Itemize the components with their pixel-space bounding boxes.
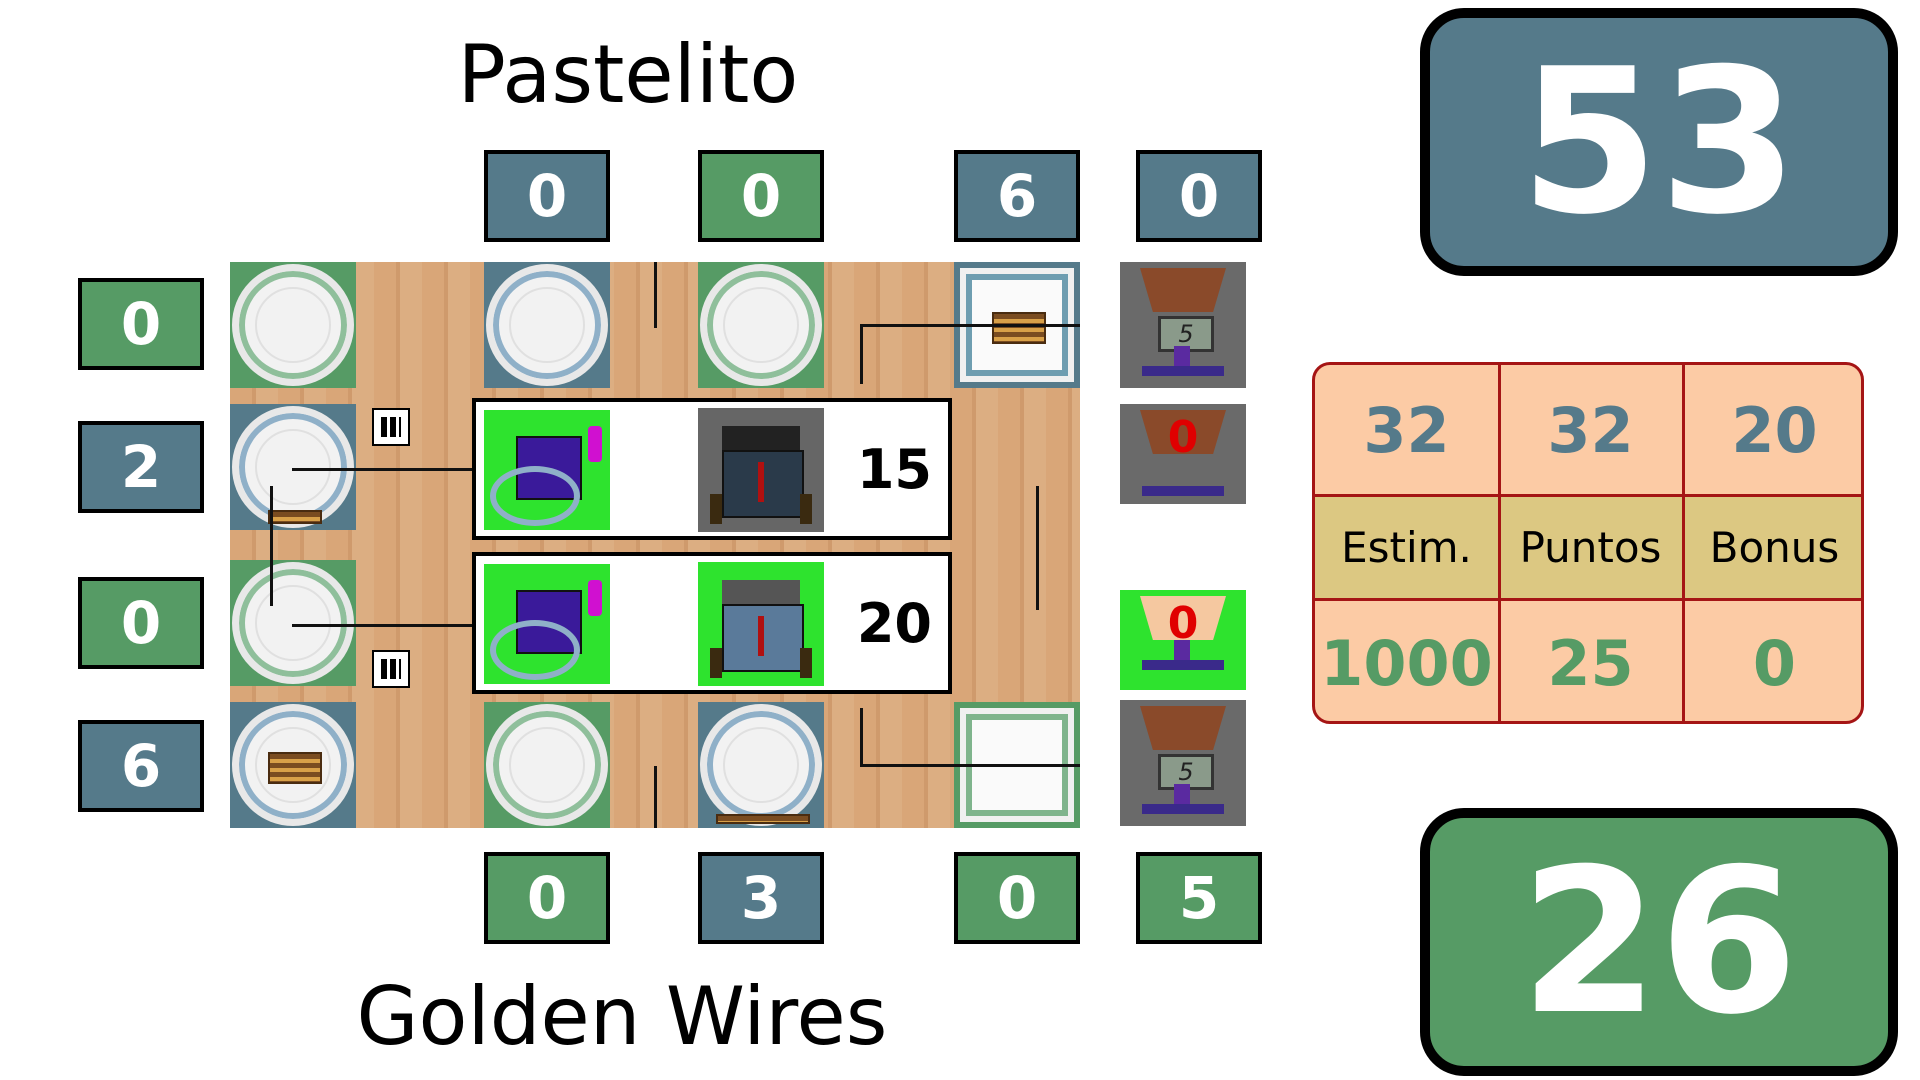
dish-icon	[268, 752, 322, 784]
machine-3: 0	[1120, 590, 1246, 690]
basket-icon	[1140, 596, 1226, 640]
plate-icon	[232, 406, 354, 528]
board-tile	[230, 404, 356, 530]
stat-row3-cell: 1000	[1320, 626, 1493, 700]
board-tile	[230, 560, 356, 686]
connector-line	[292, 624, 482, 627]
robot-icon	[484, 564, 610, 684]
machine-2: 0	[1120, 404, 1246, 504]
bottom-counter-3: 0	[954, 852, 1080, 944]
connector-line	[860, 324, 863, 384]
basket-icon	[1140, 268, 1226, 312]
basket-icon	[1140, 706, 1226, 750]
stat-row1-cell: 32	[1363, 393, 1450, 467]
stat-row1-cell: 32	[1547, 393, 1634, 467]
bottom-counter-1: 0	[484, 852, 610, 944]
table-divider	[1315, 494, 1861, 497]
connector-line	[654, 262, 657, 328]
machine-4: 5	[1120, 700, 1246, 826]
board-tile	[484, 262, 610, 388]
connector-line	[860, 708, 863, 766]
robot-card-1: 15	[472, 398, 952, 540]
left-counter-3: 0	[78, 577, 204, 669]
connector-line	[860, 324, 1080, 327]
stat-row1-cell: 20	[1731, 393, 1818, 467]
dish-icon	[268, 510, 322, 524]
table-divider	[1315, 598, 1861, 601]
left-counter-4: 6	[78, 720, 204, 812]
top-counter-3: 6	[954, 150, 1080, 242]
board-tile	[230, 702, 356, 828]
plate-icon	[700, 264, 822, 386]
bottom-player-name: Golden Wires	[356, 970, 888, 1063]
connector-line	[654, 766, 657, 828]
connector-line	[860, 764, 1080, 767]
table-divider	[1682, 365, 1685, 721]
plate-icon	[232, 264, 354, 386]
top-counter-4: 0	[1136, 150, 1262, 242]
top-counter-1: 0	[484, 150, 610, 242]
top-player-score: 53	[1420, 8, 1898, 276]
marker-icon	[372, 650, 410, 688]
bottom-player-score: 26	[1420, 808, 1898, 1076]
connector-line	[1036, 486, 1039, 610]
machine-1: 5	[1120, 262, 1246, 388]
connector-line	[270, 486, 273, 606]
dish-icon	[992, 312, 1046, 344]
bottom-counter-2: 3	[698, 852, 824, 944]
robot-card-value: 20	[856, 591, 932, 655]
stat-header-estim: Estim.	[1315, 495, 1498, 599]
left-counter-1: 0	[78, 278, 204, 370]
board-tile	[230, 262, 356, 388]
machine-display: 5	[1158, 754, 1214, 790]
stat-row3-cell: 0	[1752, 626, 1797, 700]
stat-header-puntos: Puntos	[1499, 495, 1682, 599]
board-tile	[698, 262, 824, 388]
basket-icon	[1140, 410, 1226, 454]
plate-icon	[700, 704, 822, 826]
marker-icon	[372, 408, 410, 446]
robot-agent-icon	[698, 408, 824, 532]
top-counter-2: 0	[698, 150, 824, 242]
robot-card-value: 15	[856, 437, 932, 501]
board-tile	[484, 702, 610, 828]
plate-icon	[486, 264, 608, 386]
left-counter-2: 2	[78, 421, 204, 513]
top-player-name: Pastelito	[457, 28, 799, 121]
plate-icon	[486, 704, 608, 826]
stat-row3-cell: 25	[1547, 626, 1634, 700]
robot-icon	[484, 410, 610, 530]
connector-line	[292, 468, 482, 471]
bottom-counter-4: 5	[1136, 852, 1262, 944]
plate-icon	[232, 562, 354, 684]
robot-agent-icon	[698, 562, 824, 686]
stat-header-bonus: Bonus	[1683, 495, 1861, 599]
table-divider	[1498, 365, 1501, 721]
board-tile	[698, 702, 824, 828]
robot-card-2: 20	[472, 552, 952, 694]
game-board	[230, 262, 1080, 828]
dish-icon	[716, 814, 810, 824]
machine-count: 0	[1167, 412, 1199, 463]
stats-table: 32 32 20 Estim. Puntos Bonus 1000 25 0	[1312, 362, 1864, 724]
